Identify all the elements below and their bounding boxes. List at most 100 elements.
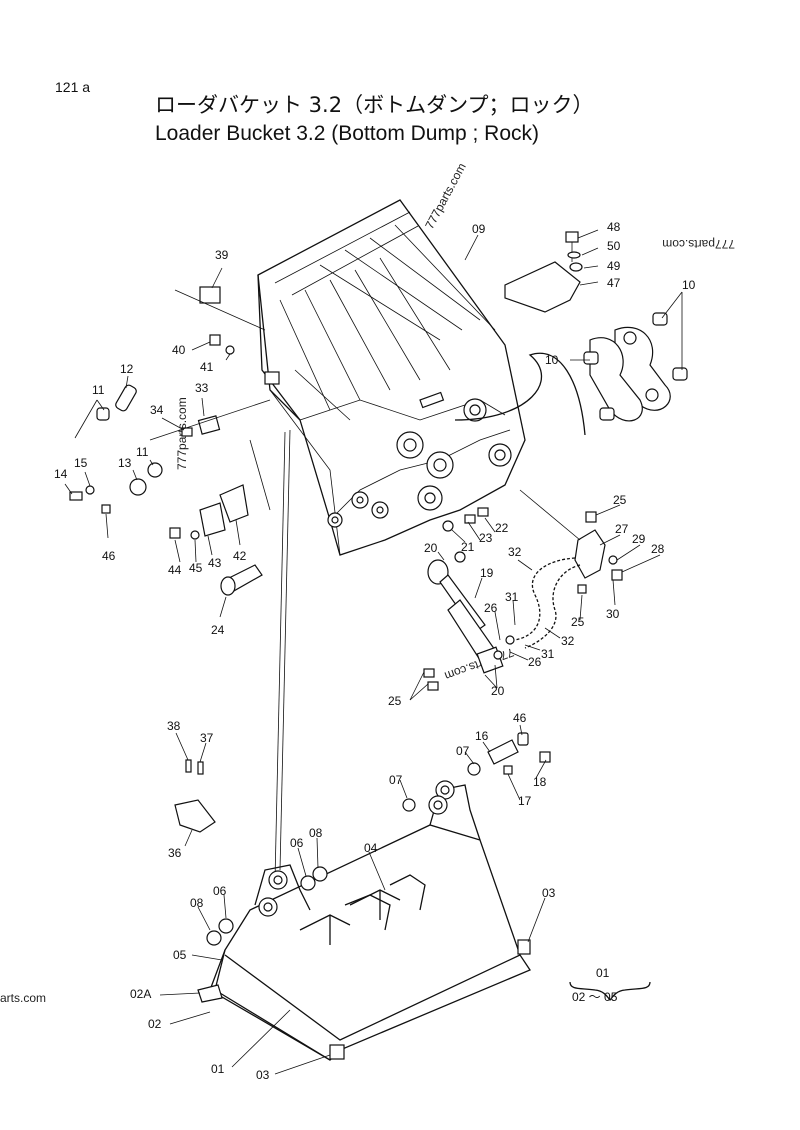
callout-08: 08	[190, 896, 204, 910]
guide-line	[519, 489, 581, 541]
callout-07: 07	[456, 744, 470, 758]
hose-32	[514, 557, 576, 641]
callout-48: 48	[607, 220, 621, 234]
hose-32b	[524, 564, 581, 649]
callout-05: 05	[173, 948, 187, 962]
watermark: arts.com	[0, 991, 46, 1005]
callout-25: 25	[571, 615, 585, 629]
callout-18: 18	[533, 775, 547, 789]
assembly-brace	[569, 981, 651, 1001]
callout-13: 13	[118, 456, 132, 470]
callout-43: 43	[208, 556, 222, 570]
callout-42: 42	[233, 549, 247, 563]
callout-20: 20	[424, 541, 438, 555]
callout-07: 07	[389, 773, 403, 787]
callout-31: 31	[505, 590, 519, 604]
callout-36: 36	[168, 846, 182, 860]
callout-11: 11	[136, 445, 149, 459]
callout-14: 14	[54, 467, 68, 481]
callout-22: 22	[495, 521, 509, 535]
fittings	[423, 507, 515, 691]
callout-39: 39	[215, 248, 229, 262]
callout-31: 31	[541, 647, 555, 661]
guide-line	[294, 369, 351, 421]
callout-10: 10	[545, 353, 559, 367]
callout-27: 27	[615, 522, 629, 536]
callout-32: 32	[561, 634, 575, 648]
pin-group-left	[69, 384, 163, 514]
callout-16: 16	[475, 729, 489, 743]
callout-24: 24	[211, 623, 225, 637]
callout-10: 10	[682, 278, 696, 292]
callout-26: 26	[484, 601, 498, 615]
leader-lines	[64, 229, 683, 1075]
guide-line	[279, 429, 291, 871]
callout-17: 17	[518, 794, 532, 808]
callout-09: 09	[472, 222, 486, 236]
guide-line	[274, 431, 286, 881]
callout-33: 33	[195, 381, 209, 395]
callout-11: 11	[92, 383, 105, 397]
small-parts-left	[181, 334, 235, 437]
pin-24	[220, 564, 263, 596]
tooth-36	[174, 759, 216, 833]
page-number: 121 a	[55, 79, 90, 95]
callout-25: 25	[388, 694, 402, 708]
callout-44: 44	[168, 563, 182, 577]
callout-03: 03	[542, 886, 556, 900]
callout-15: 15	[74, 456, 88, 470]
callout-46: 46	[513, 711, 527, 725]
callout-45: 45	[189, 561, 203, 575]
callout-29: 29	[632, 532, 646, 546]
valve-27	[574, 511, 623, 594]
callout-03: 03	[256, 1068, 270, 1082]
callout-labels: 48 50 49 47 09 10 10 39 40 41 12 11 33 3…	[54, 220, 696, 1082]
callout-06: 06	[290, 836, 304, 850]
callout-38: 38	[167, 719, 181, 733]
callout-28: 28	[651, 542, 665, 556]
bucket-lower	[197, 780, 531, 1061]
callout-12: 12	[120, 362, 134, 376]
bracket-47	[504, 231, 583, 313]
cylinder-19	[427, 559, 504, 674]
callout-23: 23	[479, 531, 493, 545]
callout-30: 30	[606, 607, 620, 621]
callout-06: 06	[213, 884, 227, 898]
watermark: 777parts.com	[662, 237, 735, 251]
brackets-42-45	[169, 484, 249, 540]
callout-46: 46	[102, 549, 116, 563]
callout-37: 37	[200, 731, 214, 745]
title-english: Loader Bucket 3.2 (Bottom Dump ; Rock)	[155, 122, 539, 145]
callout-21: 21	[461, 540, 475, 554]
callout-40: 40	[172, 343, 186, 357]
assembly-note-top: 01	[596, 966, 610, 980]
hose-line	[454, 352, 586, 436]
guide-line	[149, 399, 271, 441]
callout-34: 34	[150, 403, 164, 417]
callout-20: 20	[491, 684, 505, 698]
callout-01: 01	[211, 1062, 225, 1076]
bushings	[206, 762, 481, 946]
pin-16-group	[487, 732, 551, 775]
callout-41: 41	[200, 360, 214, 374]
callout-26: 26	[528, 655, 542, 669]
callout-25: 25	[613, 493, 627, 507]
callout-50: 50	[607, 239, 621, 253]
callout-04: 04	[364, 841, 378, 855]
assembly-note-bottom: 02 ～ 05	[572, 990, 618, 1004]
title-japanese: ローダバケット 3.2（ボトムダンプ；ロック）	[155, 93, 593, 117]
guide-line	[249, 439, 271, 511]
callout-08: 08	[309, 826, 323, 840]
callout-47: 47	[607, 276, 621, 290]
plate-39	[199, 286, 221, 304]
guide-line	[174, 289, 266, 331]
callout-32: 32	[508, 545, 522, 559]
link-plates	[583, 312, 688, 422]
callout-19: 19	[480, 566, 494, 580]
callout-02: 02	[148, 1017, 162, 1031]
callout-02A: 02A	[130, 987, 151, 1001]
callout-49: 49	[607, 259, 621, 273]
watermark: 777parts.com	[422, 161, 468, 232]
